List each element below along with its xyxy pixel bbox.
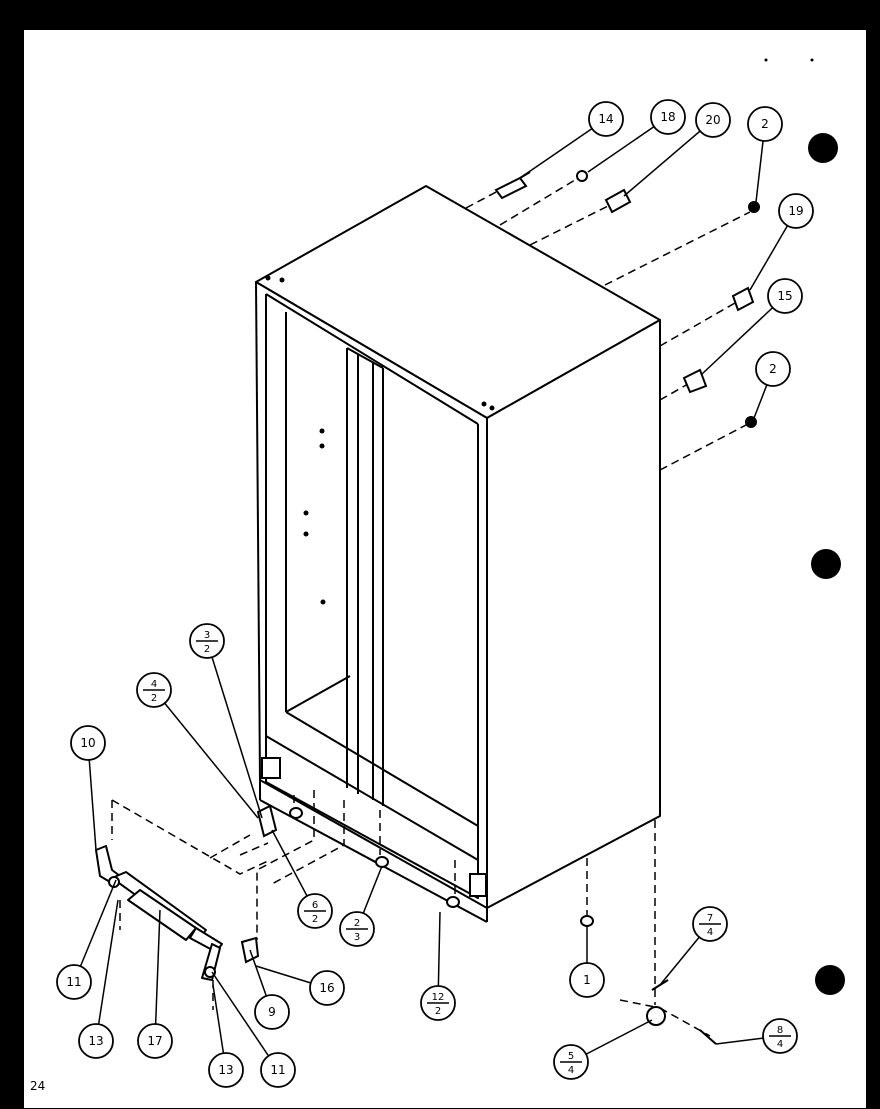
callout-circle bbox=[309, 970, 345, 1006]
callout-circle bbox=[695, 102, 731, 138]
callout-16: 16 bbox=[255, 965, 345, 1006]
callout-leader bbox=[206, 640, 263, 819]
roller-assembly bbox=[95, 845, 223, 981]
fraction-top: 6 bbox=[312, 900, 318, 911]
callout-18: 18 bbox=[587, 99, 686, 173]
fraction-callout-7-4: 74 bbox=[659, 906, 728, 986]
fraction-bottom: 4 bbox=[707, 927, 713, 938]
callout-circle bbox=[208, 1052, 244, 1088]
fraction-top: 12 bbox=[432, 992, 445, 1003]
speck bbox=[810, 58, 814, 62]
fraction-callout-12-2: 122 bbox=[420, 911, 456, 1021]
callout-circle bbox=[767, 278, 803, 314]
callout-circle bbox=[778, 193, 814, 229]
fraction-callout-8-4: 84 bbox=[715, 1018, 798, 1054]
callout-17: 17 bbox=[137, 909, 173, 1059]
fraction-top: 5 bbox=[568, 1051, 574, 1062]
callout-leader bbox=[154, 909, 161, 1042]
callout-label: 20 bbox=[705, 113, 720, 127]
fraction-top: 7 bbox=[707, 913, 713, 924]
callout-leader bbox=[73, 879, 117, 983]
callout-label: 18 bbox=[660, 110, 675, 124]
fraction-top: 3 bbox=[204, 630, 210, 641]
fraction-callout-4-2: 42 bbox=[136, 672, 259, 819]
callout-label: 13 bbox=[88, 1034, 103, 1048]
callout-13: 13 bbox=[78, 899, 119, 1059]
callout-label: 11 bbox=[270, 1063, 285, 1077]
fraction-bottom: 4 bbox=[568, 1065, 574, 1076]
callout-label: 14 bbox=[598, 112, 613, 126]
callout-label: 19 bbox=[788, 204, 803, 218]
callout-label: 9 bbox=[268, 1005, 276, 1019]
callout-1: 1 bbox=[569, 925, 605, 998]
callout-2: 2 bbox=[747, 106, 783, 203]
callout-15: 15 bbox=[701, 278, 803, 375]
callout-label: 11 bbox=[66, 975, 81, 989]
fraction-bottom: 4 bbox=[777, 1039, 783, 1050]
callout-2: 2 bbox=[753, 351, 791, 419]
callout-label: 16 bbox=[319, 981, 334, 995]
fraction-top: 4 bbox=[151, 679, 157, 690]
callout-circle bbox=[747, 106, 783, 142]
callout-circle bbox=[588, 101, 624, 137]
callout-layer: 14 18 20 2 19 15 2 10 11 13 17 13 11 9 16 1 bbox=[56, 99, 814, 1088]
callout-19: 19 bbox=[749, 193, 814, 291]
page-number: 24 bbox=[30, 1079, 45, 1093]
callout-circle bbox=[137, 1023, 173, 1059]
fraction-callout-5-4: 54 bbox=[553, 1019, 653, 1080]
callout-circle bbox=[569, 962, 605, 998]
fraction-bottom: 2 bbox=[312, 914, 318, 925]
fraction-callout-3-2: 32 bbox=[189, 623, 263, 819]
fraction-bottom: 3 bbox=[354, 932, 360, 943]
callout-leader bbox=[95, 899, 119, 1042]
fraction-callout-6-2: 62 bbox=[271, 829, 333, 929]
callout-circle bbox=[260, 1052, 296, 1088]
binder-hole-middle bbox=[811, 549, 841, 579]
callout-leader bbox=[623, 119, 714, 197]
callout-circle bbox=[70, 725, 106, 761]
front-hinge-brackets bbox=[261, 757, 487, 897]
speck bbox=[764, 58, 768, 62]
fraction-top: 8 bbox=[777, 1025, 783, 1036]
callout-13: 13 bbox=[208, 984, 244, 1088]
callout-circle bbox=[755, 351, 791, 387]
leader-lines bbox=[111, 179, 751, 1037]
callout-14: 14 bbox=[519, 101, 624, 179]
callout-circle bbox=[78, 1023, 114, 1059]
cabinet-body bbox=[255, 185, 661, 923]
callout-9: 9 bbox=[249, 949, 290, 1030]
callout-leader bbox=[701, 295, 786, 375]
callout-label: 10 bbox=[80, 736, 95, 750]
callout-label: 13 bbox=[218, 1063, 233, 1077]
callout-11: 11 bbox=[56, 879, 117, 1000]
callout-10: 10 bbox=[70, 725, 106, 851]
cabinet-mounting-holes bbox=[265, 275, 495, 605]
callout-label: 17 bbox=[147, 1034, 162, 1048]
fraction-bottom: 2 bbox=[435, 1006, 441, 1017]
binder-hole-top bbox=[808, 133, 838, 163]
binder-hole-bottom bbox=[815, 965, 845, 995]
callout-label: 1 bbox=[583, 973, 591, 987]
callout-circle bbox=[254, 994, 290, 1030]
callout-label: 15 bbox=[777, 289, 792, 303]
callout-leader bbox=[153, 689, 259, 819]
fraction-bottom: 2 bbox=[204, 644, 210, 655]
fraction-top: 2 bbox=[354, 918, 360, 929]
callout-11: 11 bbox=[211, 971, 296, 1088]
callout-circle bbox=[650, 99, 686, 135]
callout-leader bbox=[211, 971, 279, 1071]
callout-circle bbox=[56, 964, 92, 1000]
fraction-bottom: 2 bbox=[151, 693, 157, 704]
callout-20: 20 bbox=[623, 102, 731, 197]
fraction-callout-2-3: 23 bbox=[339, 865, 383, 947]
callout-label: 2 bbox=[761, 117, 769, 131]
callout-label: 2 bbox=[769, 362, 777, 376]
